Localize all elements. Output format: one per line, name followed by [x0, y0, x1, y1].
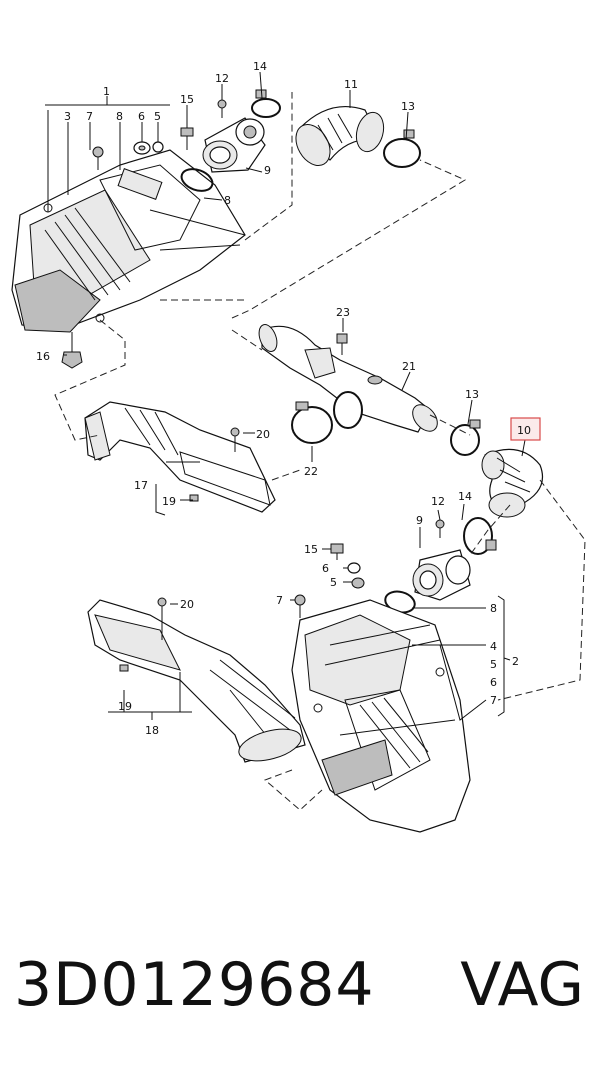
callout-1: 1 — [103, 85, 110, 98]
callout-15b: 15 — [304, 543, 318, 556]
callout-8b: 8 — [224, 194, 231, 207]
brand-name: VAG — [460, 950, 584, 1020]
callout-7c: 7 — [490, 694, 497, 707]
bolt-23 — [336, 333, 348, 355]
callout-6: 6 — [138, 110, 145, 123]
callout-14: 14 — [253, 60, 267, 73]
callout-9b: 9 — [416, 514, 423, 527]
elbow-hose-10 — [481, 448, 544, 518]
callout-12b: 12 — [431, 495, 445, 508]
callout-11: 11 — [344, 78, 358, 91]
leader-lines — [45, 71, 526, 721]
callout-23: 23 — [336, 306, 350, 319]
clip-20-upper — [230, 427, 240, 452]
hose-clamp-14-upper — [251, 89, 281, 118]
callout-18: 18 — [145, 724, 159, 737]
lower-air-filter-housing — [291, 599, 471, 833]
grommet-6 — [133, 141, 151, 155]
hose-clamp-14-mid — [463, 517, 497, 555]
callout-15: 15 — [180, 93, 194, 106]
footer: 3D0129684 VAG — [0, 940, 600, 1030]
bolt-12-mid — [435, 519, 445, 538]
bolt-7-mid — [294, 594, 306, 618]
callout-3: 3 — [64, 110, 71, 123]
callout-13b: 13 — [465, 388, 479, 401]
air-duct-18 — [87, 599, 306, 763]
callout-9: 9 — [264, 164, 271, 177]
callout-2: 2 — [512, 655, 519, 668]
callout-4: 4 — [490, 640, 497, 653]
washer-5-mid — [351, 577, 365, 589]
callout-7: 7 — [86, 110, 93, 123]
hose-clamp-13-upper — [383, 129, 421, 168]
callout-5: 5 — [154, 110, 161, 123]
callout-22: 22 — [304, 465, 318, 478]
elbow-hose-11 — [295, 106, 385, 166]
callout-6c: 6 — [490, 676, 497, 689]
upper-air-filter-housing — [11, 149, 246, 333]
clip-20-lower — [157, 597, 167, 640]
bolt-15-mid — [330, 543, 344, 560]
callout-5c: 5 — [490, 658, 497, 671]
part-number: 3D0129684 — [14, 950, 375, 1020]
air-duct-17 — [84, 401, 276, 513]
callout-19: 19 — [162, 495, 176, 508]
callout-7b: 7 — [276, 594, 283, 607]
bolt-15 — [180, 127, 194, 150]
callout-5b: 5 — [330, 576, 337, 589]
callout-20: 20 — [256, 428, 270, 441]
highlighted-callout-10[interactable]: 10 — [510, 417, 541, 441]
callout-10: 10 — [517, 424, 531, 437]
bolt-12-upper — [217, 99, 227, 118]
callout-17: 17 — [134, 479, 148, 492]
callout-labels: 1 3 7 8 6 5 15 12 14 11 13 9 8 16 23 21 … — [36, 60, 519, 737]
callout-16: 16 — [36, 350, 50, 363]
callout-6b: 6 — [322, 562, 329, 575]
callout-12: 12 — [215, 72, 229, 85]
callout-8c: 8 — [490, 602, 497, 615]
hose-clamp-22 — [291, 391, 363, 444]
o-ring-8-upper — [180, 168, 214, 192]
bolt-7 — [92, 146, 104, 170]
exploded-parts-diagram: 1 3 7 8 6 5 15 12 14 11 13 9 8 16 23 21 … — [11, 60, 586, 833]
callout-13: 13 — [401, 100, 415, 113]
air-mass-meter-9-lower — [412, 549, 471, 601]
grommet-6-mid — [347, 562, 361, 574]
hose-clamp-13-mid — [450, 419, 481, 456]
callout-8: 8 — [116, 110, 123, 123]
nut-16 — [61, 332, 83, 369]
callout-14b: 14 — [458, 490, 472, 503]
callout-20b: 20 — [180, 598, 194, 611]
air-mass-meter-9 — [202, 117, 266, 173]
callout-19b: 19 — [118, 700, 132, 713]
washer-5 — [152, 141, 164, 153]
callout-21: 21 — [402, 360, 416, 373]
connection-lines — [54, 92, 586, 811]
